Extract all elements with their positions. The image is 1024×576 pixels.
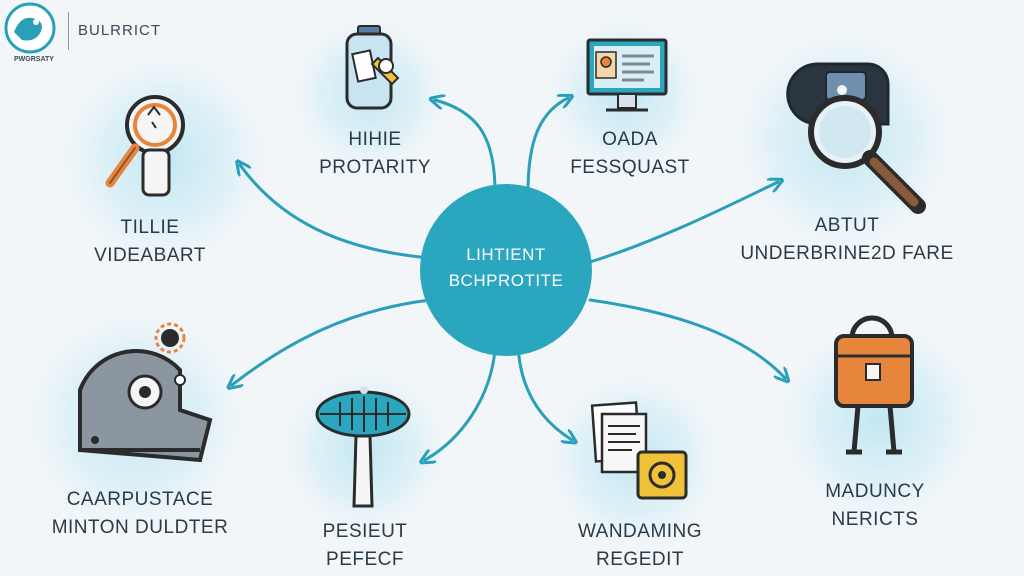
node-label-regedit: WANDAMING REGEDIT bbox=[555, 518, 725, 574]
node-label-protarity: HIHIE PROTARITY bbox=[290, 126, 460, 182]
arrow-to-dulder bbox=[232, 298, 432, 385]
node-line1: PESIEUT bbox=[322, 521, 408, 542]
briefcase-icon bbox=[834, 315, 914, 455]
node-line1: ABTUT bbox=[814, 215, 880, 236]
node-line2: VIDEABART bbox=[94, 245, 206, 266]
node-label-videabart: TILLIE VIDEABART bbox=[60, 214, 240, 270]
helmet-icon bbox=[78, 322, 213, 463]
brand-tagline: PWGRSATY bbox=[14, 56, 54, 63]
node-label-pefecf: PESIEUT PEFECF bbox=[290, 518, 440, 574]
arrow-to-pefecf bbox=[425, 348, 497, 460]
node-line1: TILLIE bbox=[120, 217, 180, 238]
camera-magnifier-icon bbox=[786, 62, 926, 214]
arrow-to-nericts bbox=[588, 298, 785, 378]
node-line2: UNDERBRINE2D FARE bbox=[740, 243, 954, 264]
monitor-icon bbox=[586, 38, 668, 112]
node-line1: OADA bbox=[602, 129, 658, 150]
brand-logo: BULRRICT PWGRSATY bbox=[6, 4, 160, 64]
node-line1: WANDAMING bbox=[577, 521, 703, 542]
node-line1: HIHIE bbox=[348, 129, 402, 150]
node-label-fessquast: OADA FESSQUAST bbox=[545, 126, 715, 182]
documents-icon bbox=[590, 401, 688, 500]
tower-icon bbox=[315, 386, 411, 508]
node-line2: PROTARITY bbox=[319, 157, 431, 178]
arrow-to-videabart bbox=[240, 165, 432, 260]
node-line2: PEFECF bbox=[326, 549, 404, 570]
logo-icon bbox=[4, 2, 56, 54]
node-line1: MADUNCY bbox=[825, 481, 925, 502]
center-hub bbox=[420, 184, 592, 356]
center-label: LIHTIENT BCHPROTITE bbox=[418, 242, 594, 294]
node-line2: MINTON DULDTER bbox=[51, 517, 229, 538]
node-line2: NERICTS bbox=[831, 509, 919, 530]
jar-icon bbox=[345, 25, 400, 110]
arrow-to-fessquast bbox=[526, 98, 568, 194]
center-line1: LIHTIENT bbox=[466, 245, 546, 264]
arrow-to-underbrine bbox=[588, 182, 778, 264]
node-line2: FESSQUAST bbox=[570, 157, 690, 178]
arrow-to-regedit bbox=[516, 343, 572, 440]
node-label-dulder: CAARPUSTACE MINTON DULDTER bbox=[30, 486, 250, 542]
arrow-to-protarity bbox=[435, 100, 497, 194]
node-line1: CAARPUSTACE bbox=[66, 489, 214, 510]
node-label-underbrine: ABTUT UNDERBRINE2D FARE bbox=[740, 212, 954, 268]
brand-name: BULRRICT bbox=[78, 22, 162, 39]
logo-divider bbox=[68, 12, 69, 50]
magnifier-icon bbox=[105, 95, 185, 197]
connectors bbox=[232, 98, 785, 460]
node-label-nericts: MADUNCY NERICTS bbox=[790, 478, 960, 534]
center-line2: BCHPROTITE bbox=[448, 271, 564, 290]
node-line2: REGEDIT bbox=[596, 549, 684, 570]
